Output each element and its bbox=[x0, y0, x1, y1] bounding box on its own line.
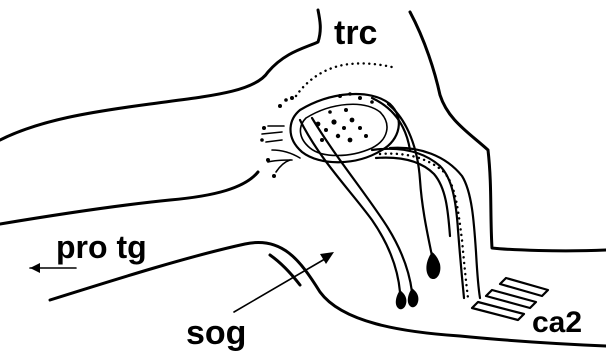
cell-body-2 bbox=[408, 288, 419, 307]
fiber-descending-2 bbox=[312, 118, 412, 292]
body-outline-middle bbox=[0, 172, 258, 224]
fiber-descending-3 bbox=[388, 104, 432, 256]
fiber-descending-1 bbox=[300, 120, 400, 292]
label-sog: sog bbox=[186, 314, 246, 352]
left-branches bbox=[260, 96, 300, 178]
cell-body-3 bbox=[426, 252, 440, 279]
label-ca2: ca2 bbox=[532, 306, 582, 339]
trc-right-edge bbox=[410, 12, 606, 251]
cell-body-1 bbox=[396, 290, 407, 309]
label-trc: trc bbox=[334, 14, 377, 52]
sog-arrow bbox=[234, 252, 334, 312]
dotted-arc-top bbox=[296, 63, 396, 96]
ca2-nerve-dots bbox=[380, 154, 468, 298]
ca2-nerve-right bbox=[376, 158, 450, 236]
body-outline-upper bbox=[0, 10, 320, 140]
label-pro-tg: pro tg bbox=[56, 229, 147, 265]
